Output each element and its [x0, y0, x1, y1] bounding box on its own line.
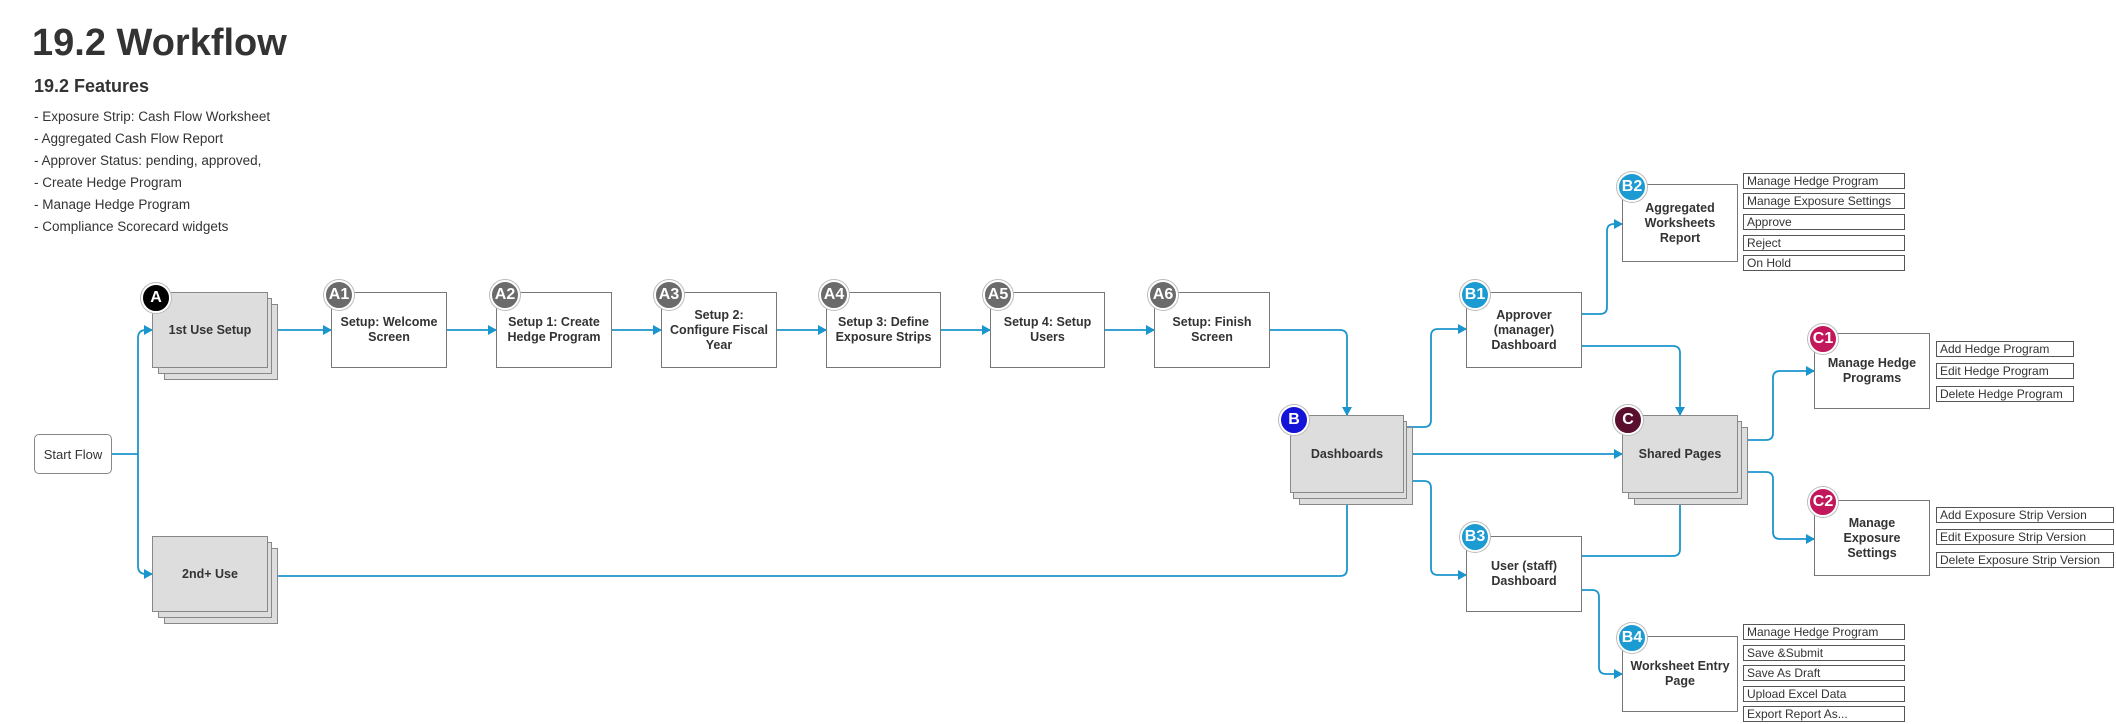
feature-item: - Aggregated Cash Flow Report	[34, 131, 224, 146]
b2-aggregated-worksheets-report-node: Aggregated Worksheets Report	[1622, 184, 1738, 262]
badge-b: B	[1279, 405, 1309, 435]
connector-a6-dashboards	[1270, 329, 1352, 416]
badge-a: A	[141, 283, 171, 313]
action-item[interactable]: Manage Hedge Program	[1743, 173, 1905, 189]
badge-a4: A4	[819, 280, 849, 310]
page-title: 19.2 Workflow	[32, 22, 287, 64]
badge-b1: B1	[1460, 280, 1490, 310]
badge-a5: A5	[983, 280, 1013, 310]
badge-c2: C2	[1808, 487, 1838, 517]
badge-c: C	[1613, 405, 1643, 435]
feature-item: - Manage Hedge Program	[34, 197, 191, 212]
action-item[interactable]: Reject	[1743, 235, 1905, 251]
action-item[interactable]: Save As Draft	[1743, 665, 1905, 681]
badge-a2: A2	[490, 280, 520, 310]
start-flow-node: Start Flow	[34, 434, 112, 474]
features-list: - Exposure Strip: Cash Flow Worksheet - …	[34, 106, 270, 238]
dashboards-label: Dashboards	[1290, 415, 1404, 493]
connector-b1-b2	[1582, 219, 1623, 315]
connector-to-first-use	[137, 325, 153, 454]
connector-dashboards-b3	[1403, 480, 1467, 580]
connector-b3-shared	[1582, 492, 1685, 557]
connector-shared-c1	[1738, 366, 1815, 441]
feature-item: - Approver Status: pending, approved,	[34, 153, 262, 168]
connector-b1-shared	[1582, 345, 1685, 416]
first-use-setup-label: 1st Use Setup	[152, 292, 268, 368]
badge-b3: B3	[1460, 522, 1490, 552]
connector-dashboards-b1	[1403, 324, 1467, 428]
action-item[interactable]: Manage Hedge Program	[1743, 624, 1905, 640]
action-item[interactable]: Add Hedge Program	[1936, 341, 2074, 357]
feature-item: - Compliance Scorecard widgets	[34, 219, 229, 234]
action-item[interactable]: Export Report As...	[1743, 706, 1905, 722]
features-heading: 19.2 Features	[34, 76, 150, 96]
connector-b3-b4	[1582, 589, 1623, 679]
feature-item: - Exposure Strip: Cash Flow Worksheet	[34, 109, 271, 124]
connector-to-second-use	[137, 454, 153, 579]
action-item[interactable]: Edit Hedge Program	[1936, 363, 2074, 379]
action-item[interactable]: Approve	[1743, 214, 1905, 230]
action-item[interactable]: Delete Hedge Program	[1936, 386, 2074, 402]
badge-c1: C1	[1808, 324, 1838, 354]
b3-user-dashboard-node: User (staff) Dashboard	[1466, 536, 1582, 612]
connector-shared-c2	[1738, 471, 1815, 544]
action-item[interactable]: Manage Exposure Settings	[1743, 193, 1905, 209]
badge-b2: B2	[1617, 172, 1647, 202]
badge-a6: A6	[1148, 280, 1178, 310]
badge-b4: B4	[1617, 623, 1647, 653]
badge-a1: A1	[324, 280, 354, 310]
action-item[interactable]: Add Exposure Strip Version	[1936, 507, 2114, 523]
action-item[interactable]: Upload Excel Data	[1743, 686, 1905, 702]
feature-item: - Create Hedge Program	[34, 175, 182, 190]
action-item[interactable]: Delete Exposure Strip Version	[1936, 552, 2114, 568]
second-use-label: 2nd+ Use	[152, 536, 268, 612]
shared-pages-label: Shared Pages	[1622, 415, 1738, 493]
action-item[interactable]: On Hold	[1743, 255, 1905, 271]
action-item[interactable]: Edit Exposure Strip Version	[1936, 529, 2114, 545]
connector-second-use-dashboards	[268, 492, 1352, 577]
action-item[interactable]: Save &Submit	[1743, 645, 1905, 661]
c2-manage-exposure-settings-node: Manage Exposure Settings	[1814, 500, 1930, 576]
badge-a3: A3	[654, 280, 684, 310]
